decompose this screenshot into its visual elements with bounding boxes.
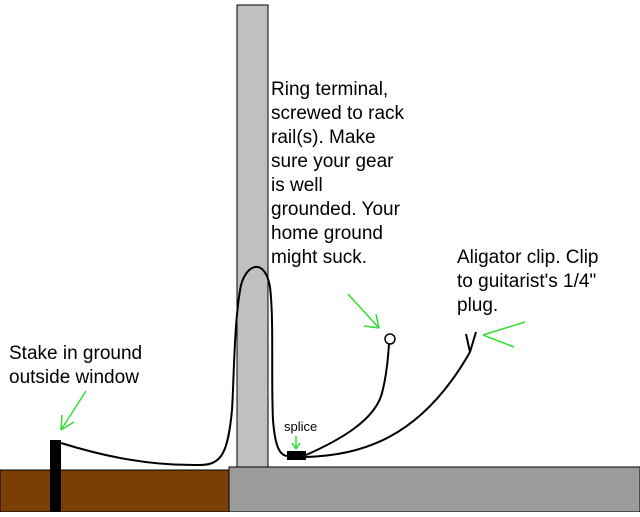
aligator-clip-line: Aligator clip. Clip [457,247,599,268]
ring-terminal-wire [305,343,390,456]
stake-line: outside window [9,367,139,388]
aligator-clip-wire [305,351,471,458]
ring-terminal-label: Ring terminal, screwed to rack rail(s). … [271,78,404,270]
ring-terminal-line: rail(s). Make [271,127,376,148]
ring-terminal-line: is well [271,175,323,196]
ground-stake [50,440,61,512]
ring-terminal-line: Ring terminal, [271,79,389,100]
ring-terminal-line: grounded. Your [271,199,400,220]
arrow-to-ring-terminal [347,293,380,329]
ring-terminal [384,333,396,345]
ground-wire [60,265,288,467]
ring-terminal-line: home ground [271,223,383,244]
concrete-floor [228,466,640,513]
soil-ground [0,469,230,513]
aligator-clip-line: to guitarist's 1/4" [457,271,597,292]
arrow-to-splice [291,436,301,450]
rack-rail [236,4,269,468]
aligator-clip-line: plug. [457,295,499,316]
ring-terminal-line: screwed to rack [271,103,405,124]
aligator-clip-label: Aligator clip. Clip to guitarist's 1/4" … [457,246,599,318]
ring-terminal-line: sure your gear [271,151,394,172]
arrow-to-aligator-clip [482,321,526,348]
stake-line: Stake in ground [9,343,143,364]
splice-block [287,451,306,460]
stake-label: Stake in ground outside window [9,342,142,390]
arrow-to-stake [60,390,87,431]
ring-terminal-line: might suck. [271,247,368,268]
aligator-clip [465,331,477,353]
splice-label: splice [284,419,318,434]
